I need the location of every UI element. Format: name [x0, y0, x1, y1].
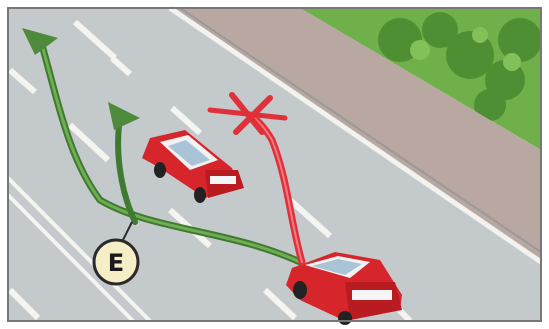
label-e-text: E [108, 249, 124, 277]
